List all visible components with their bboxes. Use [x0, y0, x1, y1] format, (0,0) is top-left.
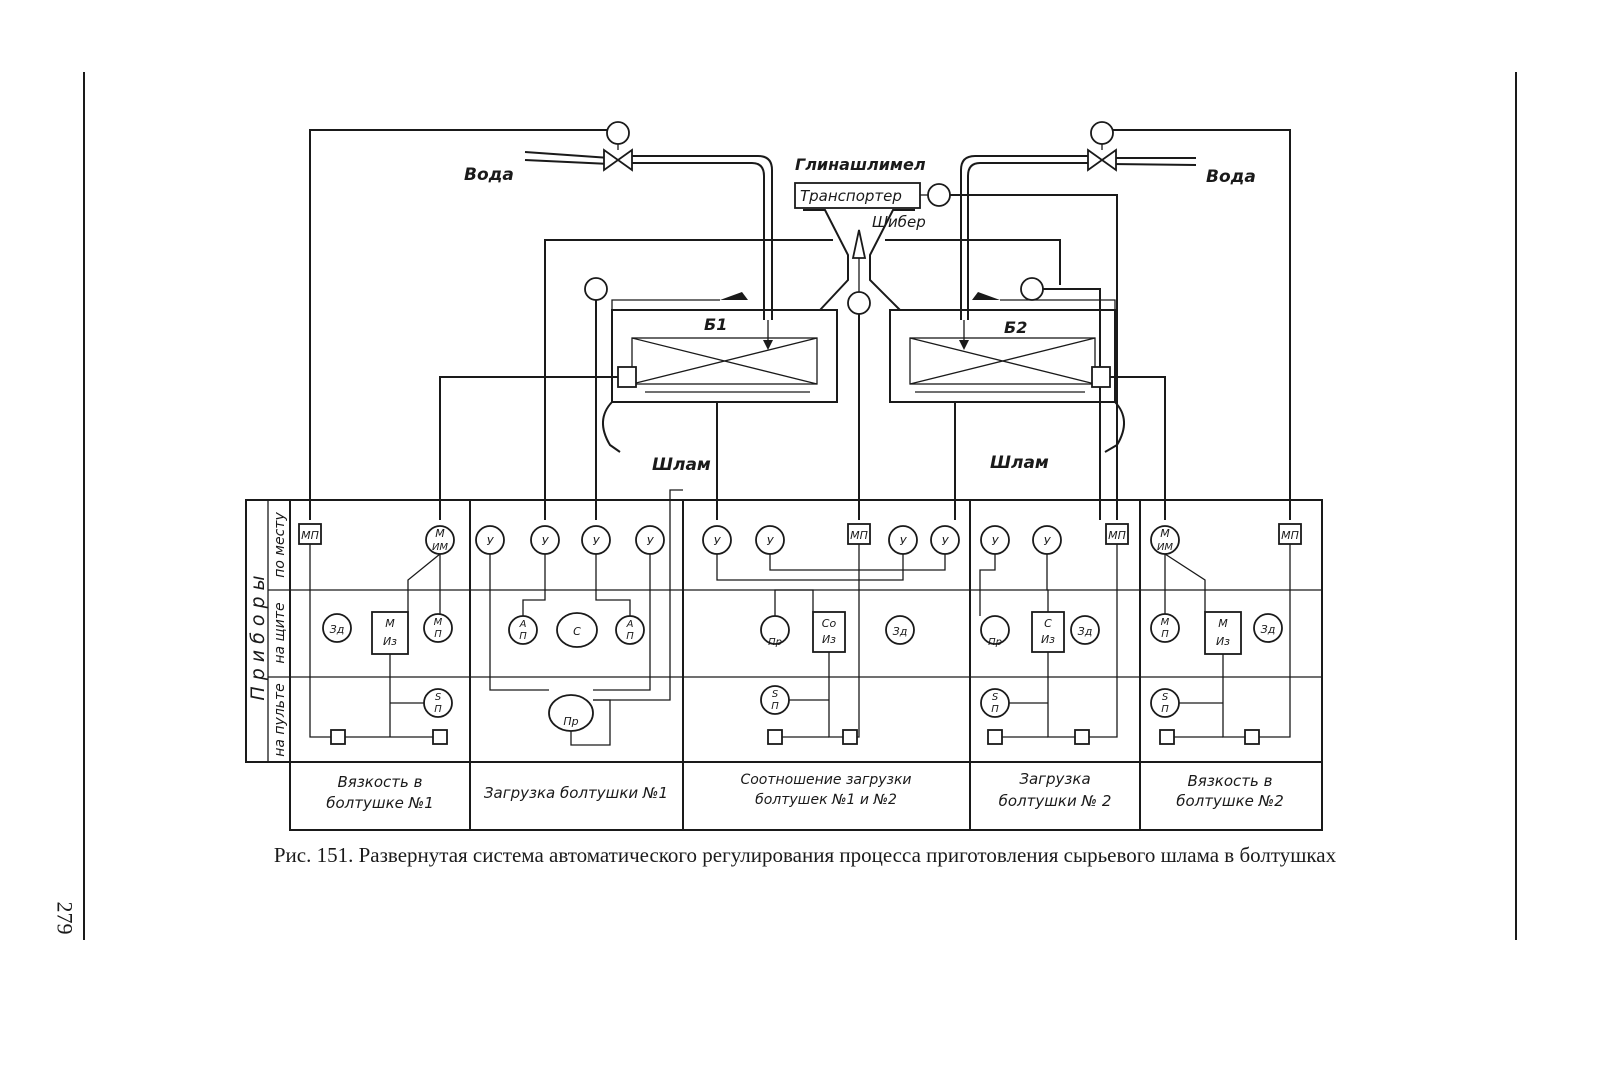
- u-label-5: У: [714, 535, 722, 548]
- m-label: М: [435, 527, 445, 540]
- im-label-2: ИМ: [1157, 542, 1173, 553]
- s-label-4: С: [1044, 617, 1052, 630]
- tank1-label: Б1: [704, 315, 727, 334]
- section-2-line1: Загрузка болтушки №1: [484, 784, 668, 802]
- m-label-2: М: [385, 617, 395, 630]
- transporter-label: Транспортер: [800, 187, 902, 205]
- water-right-label: Вода: [1206, 167, 1256, 187]
- iz-label-4: Из: [1216, 635, 1230, 648]
- s-label-5: S: [992, 692, 999, 703]
- slurry-right-label: Шлам: [990, 453, 1049, 473]
- zd-label-4: Зд: [1261, 623, 1276, 636]
- s-label-2: С: [573, 625, 581, 638]
- mp-label: МП: [301, 529, 319, 542]
- so-label: Со: [822, 617, 837, 630]
- u-label: У: [487, 535, 495, 548]
- tank2-label: Б2: [1004, 318, 1027, 337]
- section-5-line2: болтушке №2: [1176, 792, 1284, 810]
- m-label-3: М: [434, 617, 443, 628]
- u-label-6: У: [767, 535, 775, 548]
- p-label: П: [434, 629, 442, 640]
- mp-label-3: МП: [1108, 529, 1126, 542]
- section-4-line2: болтушки № 2: [999, 792, 1112, 810]
- im-label: ИМ: [432, 542, 448, 553]
- m-label-6: М: [1218, 617, 1228, 630]
- transporter-box: [794, 182, 921, 209]
- section-5-line1: Вязкость в: [1188, 772, 1273, 790]
- row-label-board: на щите: [272, 602, 288, 663]
- instrument-table: [245, 499, 1323, 831]
- section-1-line1: Вязкость в: [338, 773, 423, 791]
- p-label-2: П: [434, 704, 442, 715]
- s-label-3: S: [772, 689, 779, 700]
- p-label-3: П: [519, 631, 527, 642]
- p-label-4: П: [626, 631, 634, 642]
- gate-label: Шибер: [872, 213, 926, 231]
- a-label-2: А: [626, 619, 634, 630]
- tank-2: [889, 277, 1166, 520]
- section-3-devices: У У МП У У Пр Со Из Зд S П: [702, 523, 960, 745]
- page-number: 279: [52, 901, 78, 935]
- iz-label: Из: [383, 635, 397, 648]
- u-label-4: У: [647, 535, 655, 548]
- p-label-5: П: [771, 701, 779, 712]
- section-3-line2: болтушек №1 и №2: [755, 792, 897, 808]
- u-label-8: У: [942, 535, 950, 548]
- m-label-5: М: [1161, 617, 1170, 628]
- section-5-devices: М ИМ МП М П М Из Зд S П: [1150, 523, 1302, 745]
- u-label-9: У: [992, 535, 1000, 548]
- iz-label-3: Из: [1041, 633, 1055, 646]
- mp-label-2: МП: [850, 529, 868, 542]
- s-label-6: S: [1162, 692, 1169, 703]
- top-piping: [309, 121, 1291, 520]
- zd-label-3: Зд: [1078, 625, 1093, 638]
- section-2-devices: У У У У А П С А П Пр: [475, 489, 683, 746]
- u-label-3: У: [593, 535, 601, 548]
- section-4-line1: Загрузка: [1019, 770, 1090, 788]
- tank-1: [439, 277, 838, 520]
- slurry-left-label: Шлам: [652, 455, 711, 475]
- p-label-8: П: [1161, 704, 1169, 715]
- m-label-4: М: [1160, 527, 1170, 540]
- s-label: S: [435, 692, 442, 703]
- row-label-console: на пульте: [272, 683, 288, 757]
- section-3-line1: Соотношение загрузки: [740, 772, 911, 788]
- u-label-10: У: [1044, 535, 1052, 548]
- section-4-devices: У У МП Пр С Из Зд S П: [979, 523, 1129, 745]
- row-label-local: по месту: [272, 512, 288, 578]
- u-label-2: У: [542, 535, 550, 548]
- pr-label-2: Пр: [768, 637, 782, 648]
- section-1-devices: МП М ИМ Зд М Из М П S П: [298, 523, 455, 745]
- u-label-7: У: [900, 535, 908, 548]
- a-label: А: [519, 619, 527, 630]
- water-left-label: Вода: [464, 165, 514, 185]
- mp-label-4: МП: [1281, 529, 1299, 542]
- p-label-6: П: [991, 704, 999, 715]
- zd-label: Зд: [330, 623, 345, 636]
- zd-label-2: Зд: [893, 625, 908, 638]
- row-group-label: Приборы: [247, 569, 269, 700]
- iz-label-2: Из: [822, 633, 836, 646]
- section-1-line2: болтушке №1: [326, 794, 434, 812]
- pr-label-3: Пр: [988, 637, 1002, 648]
- clay-sludge-label: Глинашлимел: [795, 155, 926, 174]
- p-label-7: П: [1161, 629, 1169, 640]
- pr-label: Пр: [563, 715, 578, 728]
- figure-caption: Рис. 151. Развернутая система автоматиче…: [273, 843, 1337, 867]
